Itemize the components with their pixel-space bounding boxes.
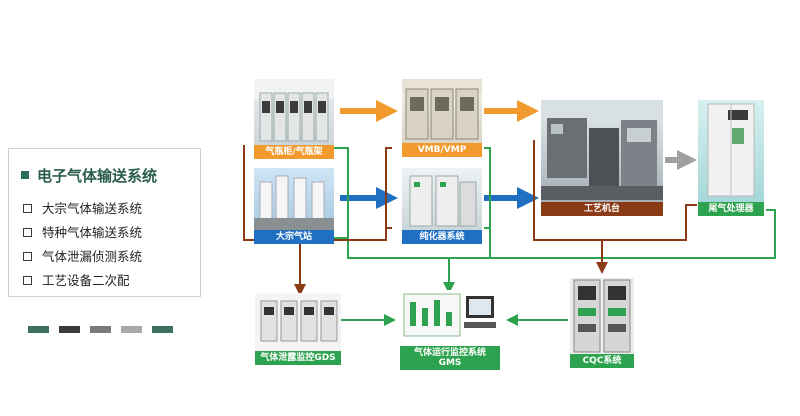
blue-arrow-2: [484, 187, 539, 209]
exhaust-treatment-label: 尾气处理器: [698, 202, 764, 216]
legend-item-label: 大宗气体输送系统: [42, 201, 143, 216]
legend-item: 特种气体输送系统: [23, 222, 142, 241]
gms-label-line1: 气体运行监控系统: [413, 348, 486, 358]
purifier-system-node: 纯化器系统: [402, 168, 482, 244]
decorative-color-bars: [28, 318, 183, 337]
legend-item: 工艺设备二次配: [23, 270, 130, 289]
legend-item-label: 工艺设备二次配: [42, 273, 130, 288]
process-tool-image: [541, 100, 663, 200]
process-tool-label: 工艺机台: [541, 202, 663, 216]
legend-item-label: 特种气体输送系统: [42, 225, 143, 240]
checkbox-square-icon: [23, 252, 32, 261]
checkbox-square-icon: [23, 204, 32, 213]
purifier-system-label: 纯化器系统: [402, 230, 482, 244]
gas-cabinet-image: [254, 79, 334, 142]
gray-arrow: [665, 150, 697, 170]
green-monitoring-lines: [334, 147, 776, 326]
bulk-gas-station-image: [254, 175, 334, 230]
gas-cabinet-node: 气瓶柜/气瓶架: [254, 79, 334, 159]
panel-title-text: 电子气体输送系统: [37, 167, 158, 185]
system-legend-panel: 电子气体输送系统 大宗气体输送系统 特种气体输送系统 气体泄漏侦测系统 工艺设备…: [8, 148, 201, 297]
vmb-image: [402, 79, 482, 140]
checkbox-square-icon: [23, 228, 32, 237]
vmb-node: VMB/VMP: [402, 79, 482, 157]
purifier-system-image: [409, 175, 477, 227]
title-square-icon: [21, 170, 29, 179]
gms-image: [403, 293, 496, 337]
gds-node: 气体泄露监控GDS: [255, 293, 341, 365]
panel-title: 电子气体输送系统: [21, 165, 157, 186]
bulk-gas-station-label: 大宗气站: [254, 230, 334, 244]
legend-item: 大宗气体输送系统: [23, 198, 142, 217]
gas-cabinet-label: 气瓶柜/气瓶架: [254, 145, 334, 159]
legend-item: 气体泄漏侦测系统: [23, 246, 142, 265]
color-bar: [90, 326, 111, 333]
gms-label-line2: GMS: [438, 358, 462, 368]
checkbox-square-icon: [23, 276, 32, 285]
color-bar: [28, 326, 49, 333]
gds-label: 气体泄露监控GDS: [255, 351, 341, 365]
gds-image: [260, 300, 338, 342]
color-bar: [152, 326, 173, 333]
color-bar: [59, 326, 80, 333]
legend-item-label: 气体泄漏侦测系统: [42, 249, 143, 264]
brown-control-lines: [243, 140, 697, 296]
cqc-image: [573, 279, 631, 353]
exhaust-treatment-image: [707, 103, 755, 197]
process-tool-node: 工艺机台: [541, 100, 663, 216]
vmb-label: VMB/VMP: [402, 143, 482, 157]
cqc-label: CQC系统: [570, 354, 634, 368]
orange-arrow-1: [340, 100, 398, 122]
cqc-node: CQC系统: [570, 278, 634, 368]
bulk-gas-station-node: 大宗气站: [254, 168, 334, 244]
exhaust-treatment-node: 尾气处理器: [698, 100, 764, 216]
orange-arrow-2: [484, 100, 539, 122]
color-bar: [121, 326, 142, 333]
